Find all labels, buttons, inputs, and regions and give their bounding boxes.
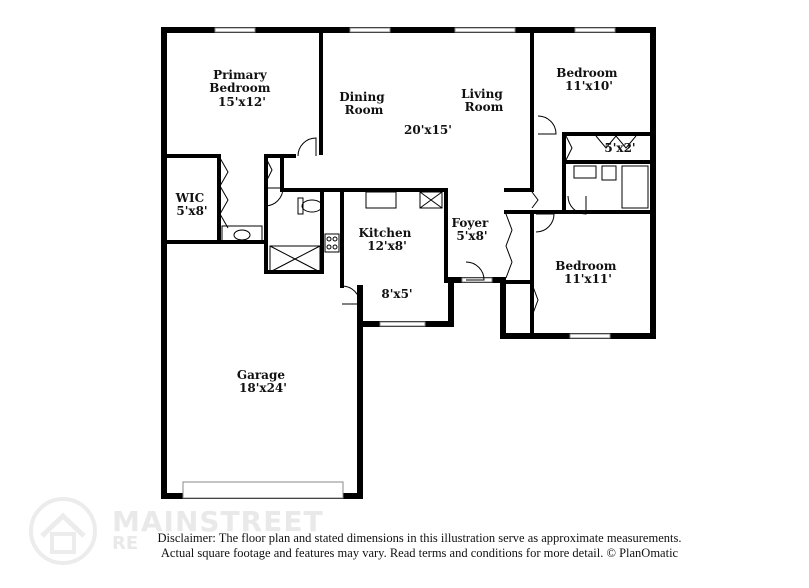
label-garage: Garage 18'x24' <box>237 368 289 395</box>
label-living-room: Living Room <box>461 87 507 114</box>
label-foyer: Foyer 5'x8' <box>452 216 493 243</box>
label-closet-small: 5'x2' <box>604 141 635 155</box>
watermark-brand-sub: RE <box>112 533 139 554</box>
windows <box>182 27 616 499</box>
disclaimer-line-1: Disclaimer: The floor plan and stated di… <box>157 531 682 545</box>
label-wic: WIC 5'x8' <box>175 191 209 218</box>
label-primary-bedroom: Primary Bedroom 15'x12' <box>209 68 274 109</box>
label-living-dining-size: 20'x15' <box>404 123 452 137</box>
interior-walls <box>161 30 654 335</box>
watermark-logo-icon <box>29 497 97 565</box>
door-swings <box>219 115 637 317</box>
room-labels: Primary Bedroom 15'x12' Dining Room Livi… <box>175 66 636 395</box>
disclaimer-line-2: Actual square footage and features may v… <box>160 546 679 560</box>
watermark-brand: MAINSTREET <box>112 505 324 538</box>
label-kitchen: Kitchen 12'x8' <box>358 226 415 253</box>
label-dining-room: Dining Room <box>339 90 389 117</box>
label-nook: 8'x5' <box>381 287 412 301</box>
fixtures <box>221 165 649 273</box>
label-bedroom-top: Bedroom 11'x10' <box>556 66 621 93</box>
label-bedroom-bottom: Bedroom 11'x11' <box>555 259 620 286</box>
